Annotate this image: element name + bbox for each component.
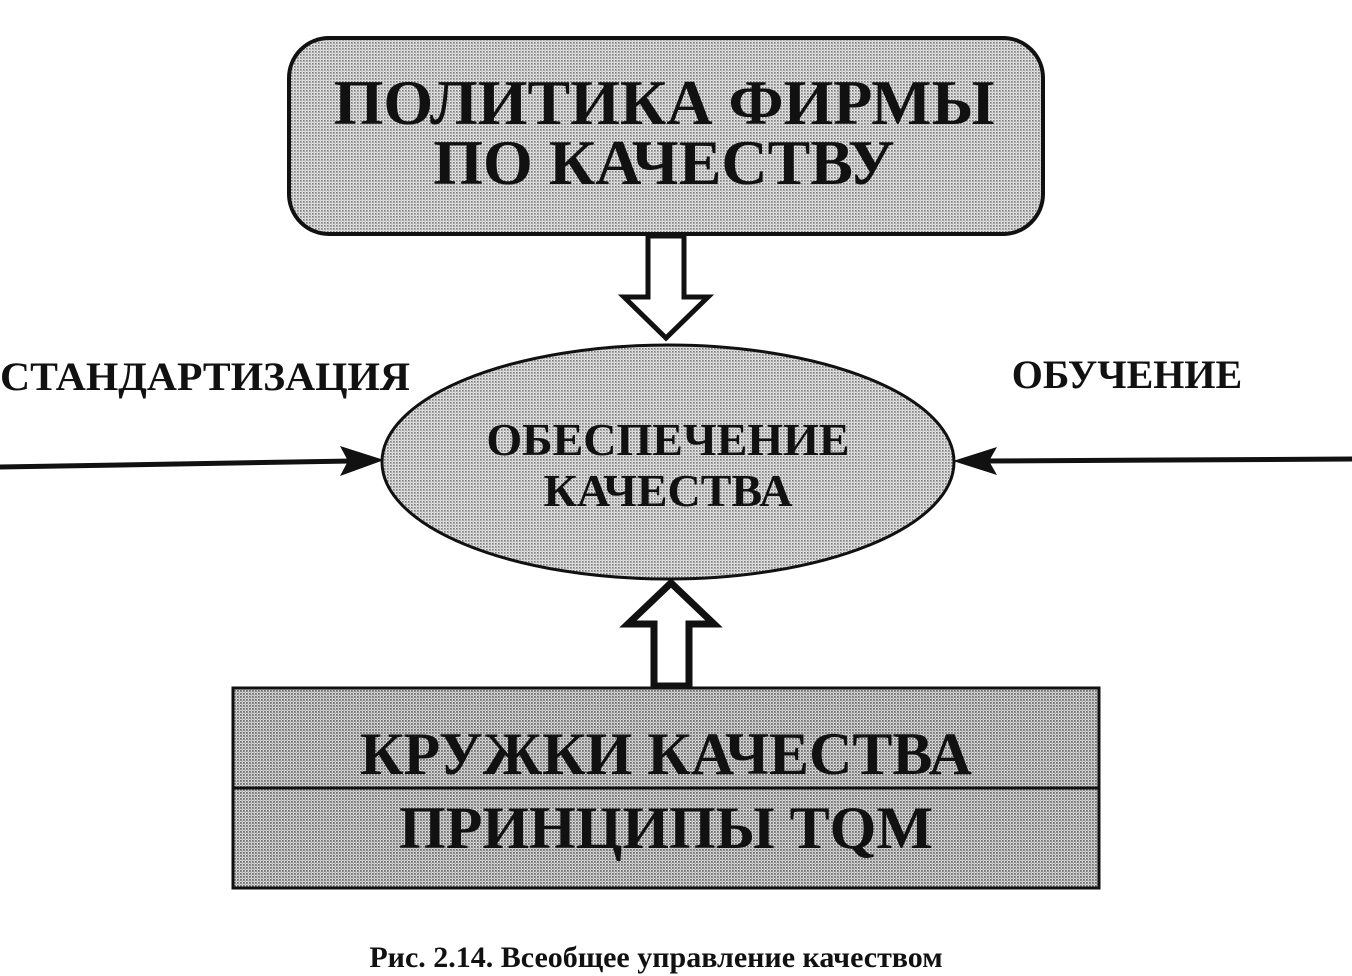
base-box-row2: ПРИНЦИПЫ TQM [399, 795, 933, 861]
center-ellipse: ОБЕСПЕЧЕНИЕ КАЧЕСТВА [380, 343, 956, 581]
up-arrow-icon [619, 578, 723, 690]
arrowhead-left-icon [953, 447, 997, 475]
policy-box-line2: ПО КАЧЕСТВУ [433, 127, 895, 198]
figure-caption: Рис. 2.14. Всеобщее управление качеством [369, 941, 942, 974]
left-input-label: СТАНДАРТИЗАЦИЯ [0, 354, 410, 399]
center-ellipse-line1: ОБЕСПЕЧЕНИЕ [486, 414, 849, 465]
right-input-arrow [953, 447, 1352, 475]
policy-box: ПОЛИТИКА ФИРМЫ ПО КАЧЕСТВУ [287, 36, 1045, 236]
right-input-label: ОБУЧЕНИЕ [1012, 352, 1242, 397]
policy-box-line1: ПОЛИТИКА ФИРМЫ [334, 67, 995, 138]
left-input-arrow [0, 446, 384, 476]
center-ellipse-line2: КАЧЕСТВА [544, 465, 793, 516]
base-box: КРУЖКИ КАЧЕСТВА ПРИНЦИПЫ TQM [231, 686, 1101, 890]
down-arrow-icon [617, 233, 715, 342]
base-box-row1: КРУЖКИ КАЧЕСТВА [360, 721, 972, 787]
arrowhead-right-icon [340, 446, 384, 476]
